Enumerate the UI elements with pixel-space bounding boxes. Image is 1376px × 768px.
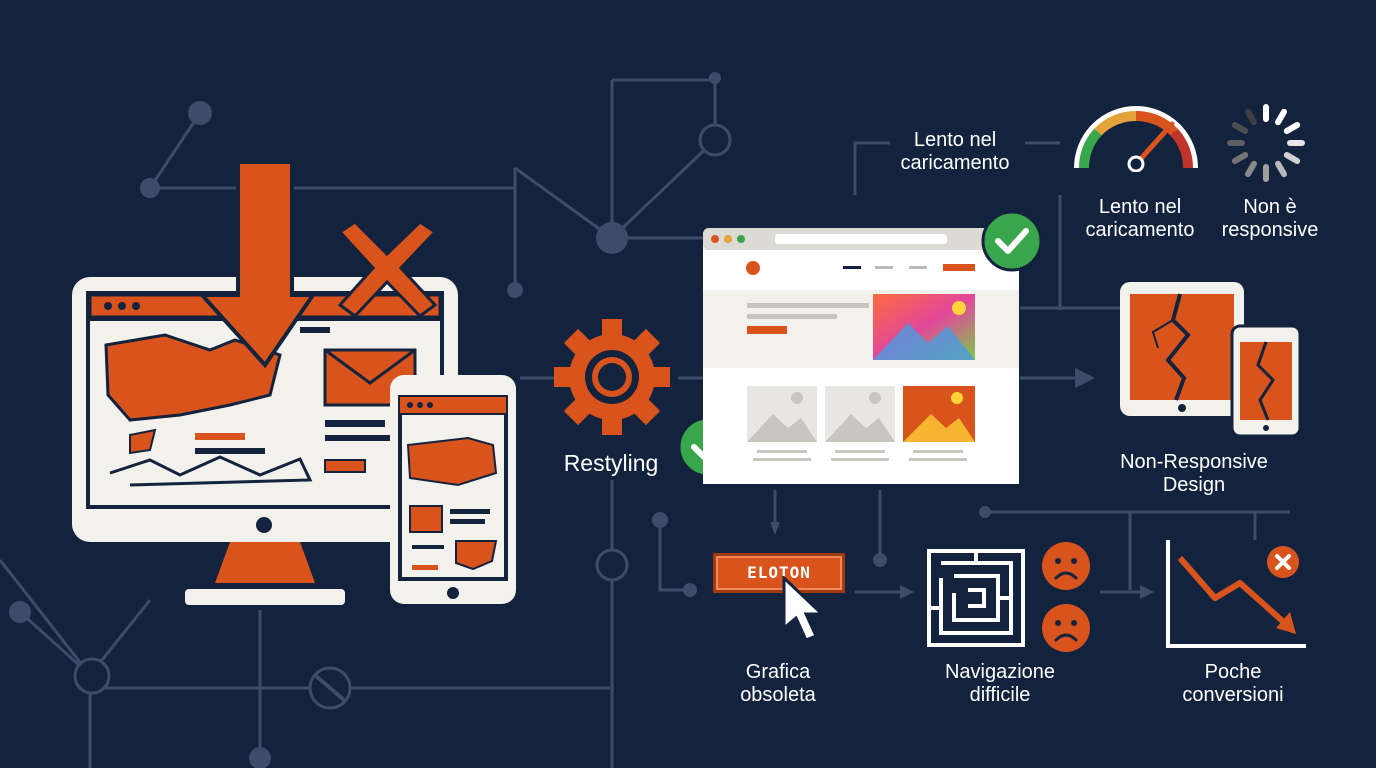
label-grafica: Grafica obsoleta bbox=[712, 661, 844, 707]
gauge-icon bbox=[1074, 106, 1198, 172]
label-line: conversioni bbox=[1182, 684, 1284, 706]
label-line: Navigazione bbox=[944, 661, 1056, 683]
label-lento-gauge: Lento nel caricamento bbox=[1065, 196, 1215, 242]
sad-face-icon bbox=[1042, 542, 1090, 590]
label-poche: Poche conversioni bbox=[1160, 661, 1306, 707]
label-navigazione: Navigazione difficile bbox=[925, 661, 1075, 707]
label-text: Restyling bbox=[563, 450, 659, 476]
broken-desktop-monitor bbox=[72, 277, 458, 605]
label-line: Lento nel bbox=[913, 129, 997, 151]
sad-face-icon bbox=[1042, 604, 1090, 652]
label-line: Poche bbox=[1204, 661, 1262, 683]
spinner-icon bbox=[1227, 104, 1305, 182]
gear-icon bbox=[554, 319, 670, 435]
label-line: caricamento bbox=[900, 152, 1010, 174]
label-non-responsive-design: Non-Responsive Design bbox=[1100, 451, 1288, 497]
label-line: Non è bbox=[1243, 196, 1297, 218]
x-mark-icon bbox=[337, 220, 438, 318]
label-non-responsive: Non è responsive bbox=[1205, 196, 1335, 242]
label-line: responsive bbox=[1221, 219, 1319, 241]
label-line: difficile bbox=[969, 684, 1031, 706]
label-line: Design bbox=[1162, 474, 1226, 496]
obsolete-button: ELOTON bbox=[713, 553, 845, 593]
down-arrow-icon bbox=[200, 160, 315, 369]
declining-chart-icon bbox=[1166, 540, 1306, 648]
label-line: obsoleta bbox=[740, 684, 816, 706]
label-line: caricamento bbox=[1085, 219, 1195, 241]
label-line: Lento nel bbox=[1098, 196, 1182, 218]
modern-website-mockup bbox=[703, 228, 1019, 484]
label-line: Non-Responsive bbox=[1120, 451, 1268, 473]
broken-responsive-devices bbox=[1120, 282, 1302, 438]
maze-icon bbox=[927, 549, 1025, 647]
cursor-icon bbox=[782, 576, 826, 642]
broken-phone bbox=[390, 375, 516, 604]
check-icon bbox=[981, 210, 1043, 272]
label-line: Grafica bbox=[745, 661, 811, 683]
label-restyling: Restyling bbox=[540, 450, 682, 476]
label-lento-top: Lento nel caricamento bbox=[880, 129, 1030, 175]
